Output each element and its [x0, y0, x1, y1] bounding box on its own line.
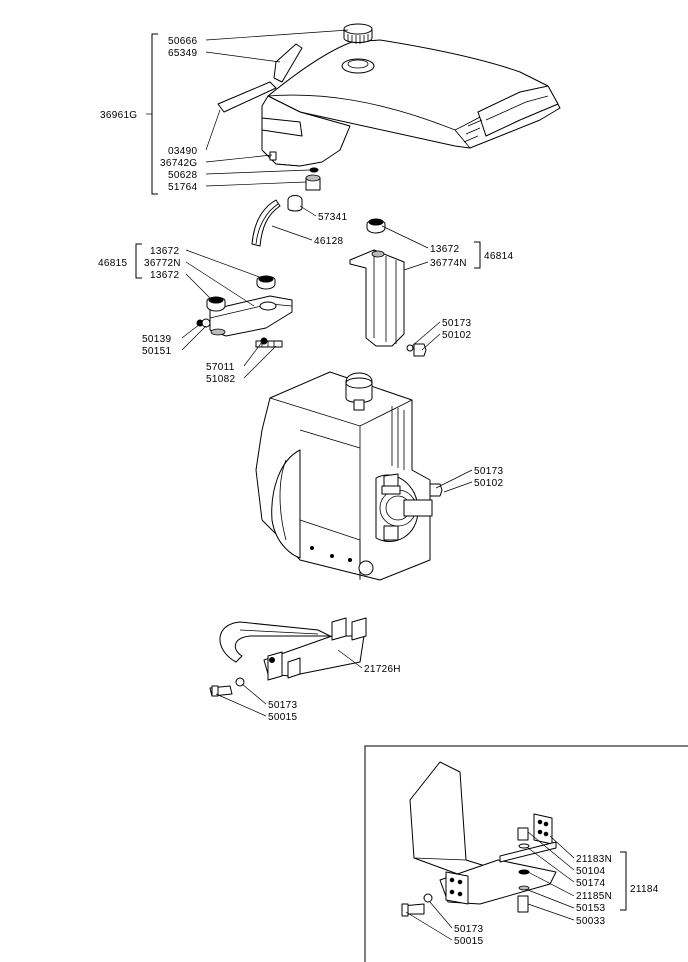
label-46814: 46814	[484, 251, 513, 262]
label-50015-a: 50015	[268, 712, 297, 723]
tank-support-drawing	[209, 617, 367, 697]
label-13672-c: 13672	[430, 244, 459, 255]
label-57341: 57341	[318, 212, 347, 223]
label-13672-a: 13672	[150, 246, 179, 257]
label-50153: 50153	[576, 903, 605, 914]
label-36774N: 36774N	[430, 258, 467, 269]
label-21184: 21184	[630, 884, 659, 895]
label-50173-a: 50173	[442, 318, 471, 329]
label-36742G: 36742G	[160, 158, 197, 169]
label-21726H: 21726H	[364, 664, 401, 675]
label-03490: 03490	[168, 146, 197, 157]
inset-detail	[364, 745, 688, 962]
fuel-tank-drawing	[217, 23, 561, 247]
left-bracket-drawing	[196, 275, 293, 348]
label-21185N: 21185N	[576, 891, 612, 902]
engine-drawing	[255, 371, 443, 581]
label-57011: 57011	[206, 362, 235, 373]
label-50151: 50151	[142, 346, 171, 357]
label-50104: 50104	[576, 866, 605, 877]
part-labels: 50666 65349 36961G 03490 36742G 50628 51…	[98, 36, 659, 947]
label-36772N: 36772N	[144, 258, 181, 269]
label-50033: 50033	[576, 916, 605, 927]
label-50666: 50666	[168, 36, 197, 47]
label-50173-d: 50173	[454, 924, 483, 935]
label-51764: 51764	[168, 182, 197, 193]
label-50102-a: 50102	[442, 330, 471, 341]
label-50102-b: 50102	[474, 478, 503, 489]
label-50139: 50139	[142, 334, 171, 345]
label-46815: 46815	[98, 258, 127, 269]
label-50173-b: 50173	[474, 466, 503, 477]
label-65349: 65349	[168, 48, 197, 59]
label-51082: 51082	[206, 374, 235, 385]
right-bracket-drawing	[349, 218, 427, 357]
label-36961G: 36961G	[100, 110, 137, 121]
label-46128: 46128	[314, 236, 343, 247]
label-50173-c: 50173	[268, 700, 297, 711]
label-13672-b: 13672	[150, 270, 179, 281]
label-50628: 50628	[168, 170, 197, 181]
label-50015-b: 50015	[454, 936, 483, 947]
inset-frame	[364, 745, 688, 962]
leader-lines	[135, 29, 627, 941]
label-21183N: 21183N	[576, 854, 612, 865]
label-50174: 50174	[576, 878, 605, 889]
